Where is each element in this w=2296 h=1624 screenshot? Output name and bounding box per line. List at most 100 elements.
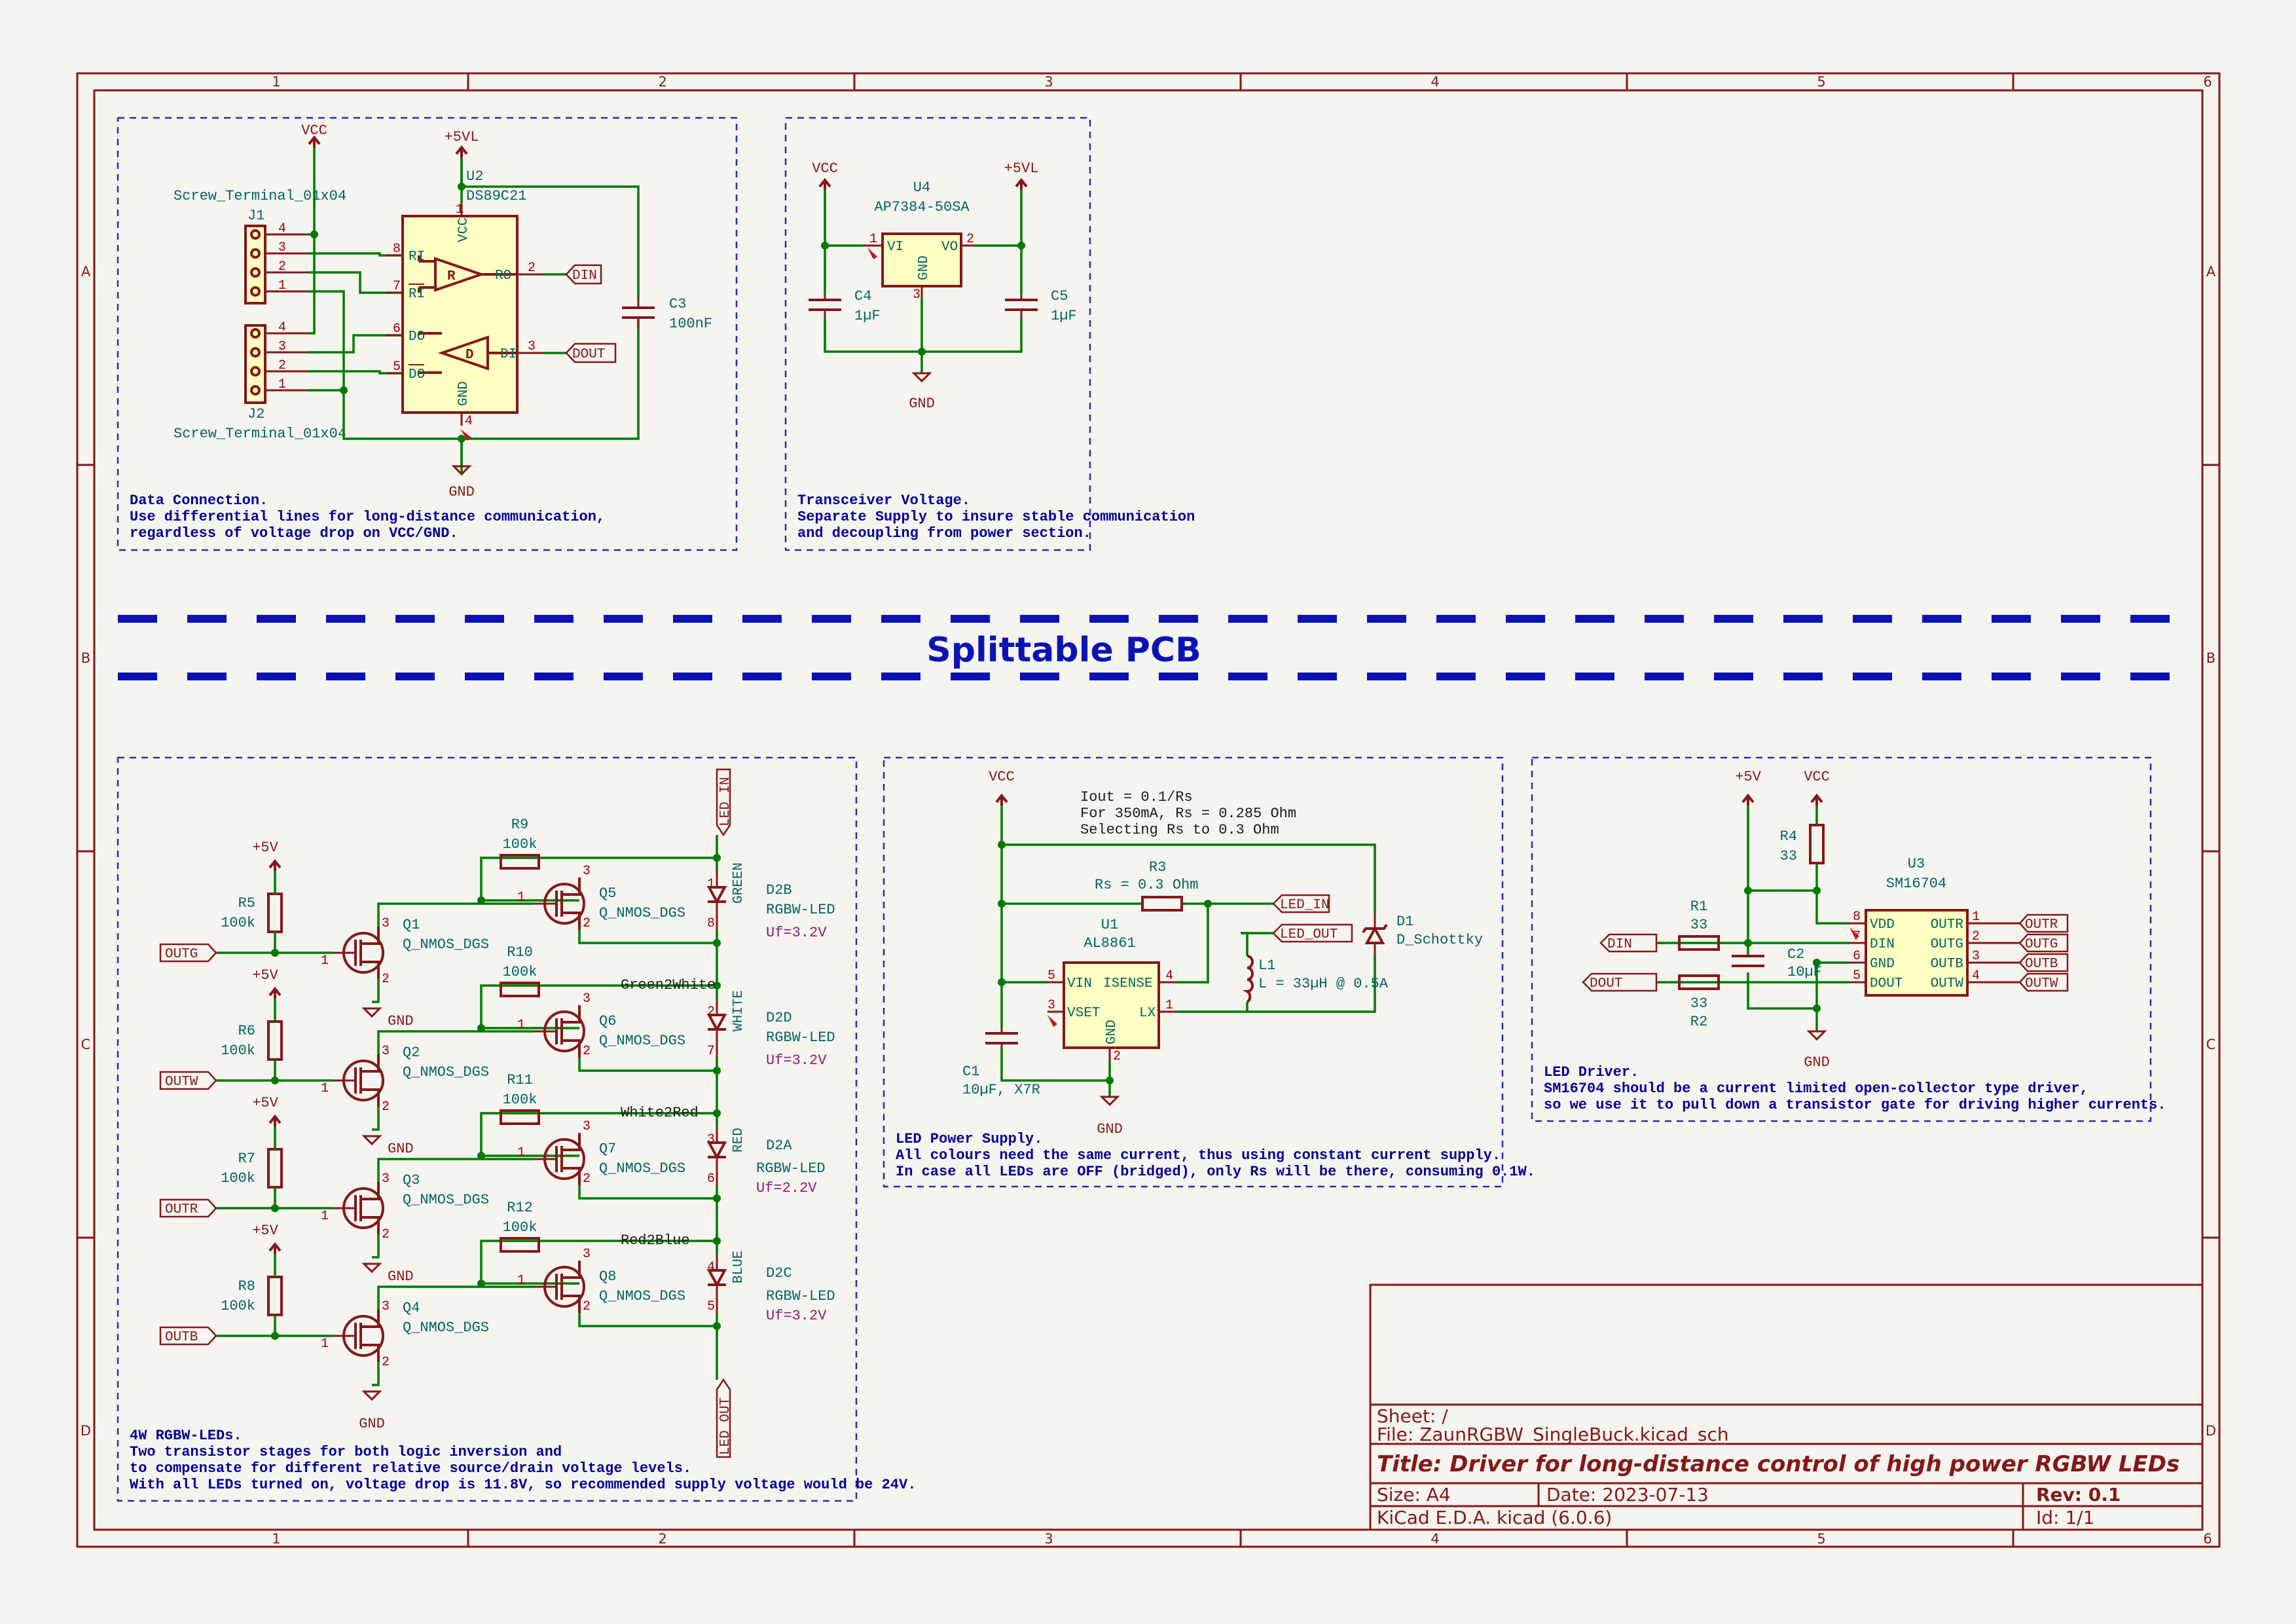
r4-resistor[interactable] — [1809, 824, 1825, 864]
row-c-left: C — [81, 1037, 91, 1052]
p5vl-label-u4: +5VL — [1004, 160, 1039, 177]
u2-ds89c21[interactable]: 87 65 23 14 — [386, 202, 543, 429]
net-green2white: Green2White — [621, 977, 716, 993]
led-d2c-blue[interactable]: 45 — [706, 1254, 727, 1314]
din-global-label[interactable] — [565, 264, 602, 285]
r5-resistor[interactable] — [267, 893, 283, 933]
q3-mosfet[interactable]: 132 — [321, 1172, 390, 1242]
c2-ref: C2 — [1787, 946, 1804, 963]
psu-note-line-3: In case all LEDs are OFF (bridged), only… — [896, 1164, 1535, 1180]
q5-mosfet[interactable]: 132 — [517, 864, 591, 931]
psu-calc-line-3: Selecting Rs to 0.3 Ohm — [1080, 822, 1279, 838]
sheet-frame: 1 2 3 4 5 6 1 2 3 4 5 6 A B C D A B C D — [76, 72, 2221, 1548]
led-in-global-label[interactable] — [716, 768, 731, 837]
outr-global-label[interactable] — [159, 1198, 217, 1218]
psu-note-line-1: LED Power Supply. — [896, 1131, 1042, 1147]
q1-mosfet[interactable]: 132 — [321, 916, 390, 987]
outw-global-label[interactable] — [159, 1071, 217, 1090]
u2-pin-ri: RI — [409, 249, 425, 265]
vcc-label-j: VCC — [301, 122, 327, 139]
led-d2d-white[interactable]: 27 — [706, 999, 727, 1059]
q7-ref: Q7 — [599, 1141, 616, 1157]
driver-note-line-2: SM16704 should be a current limited open… — [1544, 1080, 2088, 1097]
svg-text:3: 3 — [278, 240, 286, 255]
svg-text:2: 2 — [1113, 1049, 1121, 1064]
led-d2a-red[interactable]: 36 — [706, 1126, 727, 1187]
j1-value: Screw_Terminal_01x04 — [173, 188, 346, 204]
col-3-top: 3 — [1044, 74, 1053, 90]
u3-pin-gnd: GND — [1870, 957, 1895, 972]
u1-al8861[interactable]: 53 41 2 — [1048, 961, 1175, 1064]
r3-resistor[interactable] — [1141, 896, 1183, 912]
d1-schottky[interactable] — [1362, 913, 1388, 956]
r11-resistor[interactable] — [500, 1109, 540, 1125]
q2-mosfet[interactable]: 132 — [321, 1044, 390, 1115]
r10-value: 100k — [503, 964, 538, 980]
tb-id: Id: 1/1 — [2036, 1507, 2094, 1528]
r7-resistor[interactable] — [267, 1148, 283, 1189]
q7-mosfet[interactable]: 132 — [517, 1119, 591, 1187]
gnd-symbol-u1 — [1099, 1096, 1120, 1107]
u2-value: DS89C21 — [466, 188, 526, 204]
vcc-power-flag-u4 — [818, 177, 831, 190]
j1-screw-terminal[interactable]: 43 21 — [244, 221, 308, 304]
svg-text:8: 8 — [707, 916, 715, 931]
svg-text:1: 1 — [869, 232, 877, 247]
d2c-value: RGBW-LED — [766, 1288, 835, 1304]
c2-capacitor[interactable] — [1732, 955, 1764, 967]
r2-resistor[interactable] — [1678, 974, 1720, 990]
outb-global-label[interactable] — [159, 1326, 217, 1346]
dout-label-driver[interactable] — [1582, 972, 1658, 992]
j2-screw-terminal[interactable]: 43 21 — [244, 320, 308, 404]
led-out-label-psu[interactable] — [1272, 923, 1353, 943]
l1-inductor[interactable] — [1242, 955, 1254, 1003]
row-b-right: B — [2206, 650, 2215, 666]
outg-global-label[interactable] — [159, 943, 217, 963]
svg-text:3: 3 — [583, 864, 591, 879]
dout-global-label[interactable] — [565, 342, 617, 363]
q8-mosfet[interactable]: 132 — [517, 1247, 591, 1314]
svg-text:2: 2 — [583, 1044, 591, 1059]
tb-file: File: ZaunRGBW_SingleBuck.kicad_sch — [1377, 1424, 1729, 1445]
u1-pin-vset: VSET — [1067, 1006, 1100, 1021]
d2a-ref: D2A — [766, 1137, 792, 1154]
r9-ref: R9 — [511, 817, 528, 833]
d1-ref: D1 — [1396, 913, 1413, 930]
outg-label-driver[interactable] — [2018, 933, 2069, 953]
vcc-power-flag — [308, 135, 321, 147]
din-label-driver[interactable] — [1599, 933, 1658, 953]
outb-label-driver[interactable] — [2018, 953, 2069, 972]
driver-outr-text: OUTR — [2025, 917, 2058, 932]
d2b-value: RGBW-LED — [766, 902, 835, 918]
outw-label-driver[interactable] — [2018, 972, 2069, 992]
svg-text:3: 3 — [583, 1119, 591, 1134]
c4-capacitor[interactable] — [809, 295, 841, 318]
erc-marker-u2 — [460, 429, 471, 441]
c3-capacitor[interactable] — [622, 298, 655, 327]
svg-text:2: 2 — [1972, 929, 1980, 944]
r8-resistor[interactable] — [267, 1276, 283, 1316]
r12-resistor[interactable] — [500, 1237, 540, 1253]
q6-mosfet[interactable]: 132 — [517, 991, 591, 1059]
led-d2b-green[interactable]: 18 — [706, 871, 727, 931]
q4-mosfet[interactable]: 132 — [321, 1299, 390, 1370]
outb-label: OUTB — [165, 1330, 198, 1345]
outr-label-driver[interactable] — [2018, 913, 2069, 933]
c1-capacitor[interactable] — [985, 1028, 1018, 1048]
r6-resistor[interactable] — [267, 1020, 283, 1061]
r9-resistor[interactable] — [500, 854, 540, 870]
tb-rev: Rev: 0.1 — [2036, 1484, 2121, 1505]
driver-din-text: DIN — [1607, 937, 1632, 952]
r8-value: 100k — [221, 1298, 255, 1314]
vcc-power-flag-psu — [995, 793, 1008, 805]
d2c-ref: D2C — [766, 1265, 792, 1282]
r10-resistor[interactable] — [500, 982, 540, 997]
box-rgbw-leds — [117, 756, 858, 1502]
c5-capacitor[interactable] — [1005, 295, 1038, 318]
led-in-label-psu[interactable] — [1272, 894, 1330, 913]
r1-resistor[interactable] — [1678, 935, 1720, 951]
led-out-global-label[interactable] — [716, 1378, 731, 1458]
u3-sm16704[interactable]: 87 65 12 34 — [1850, 909, 2020, 997]
svg-text:3: 3 — [382, 1299, 390, 1314]
